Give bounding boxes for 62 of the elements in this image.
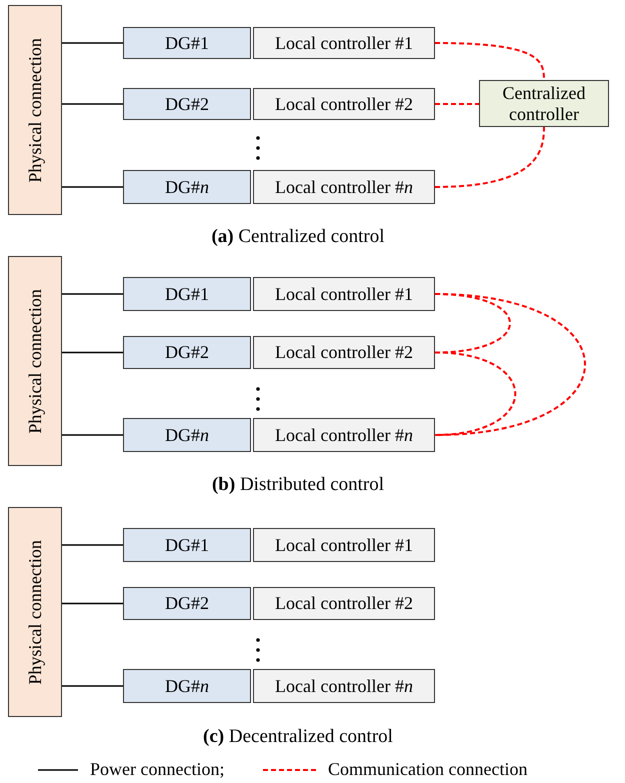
power-line: [62, 42, 123, 44]
connection-bar: [8, 507, 62, 717]
box-label: Local controller #n: [275, 676, 413, 696]
box-label: DG#1: [165, 534, 209, 556]
box-label: DG#2: [165, 94, 209, 114]
box-label: Centralized controller: [502, 82, 586, 124]
power-line: [62, 352, 123, 354]
power-line: [62, 602, 123, 604]
power-line: [62, 434, 123, 436]
generator-box: [123, 669, 251, 703]
panel-caption: (b) Distributed control: [212, 474, 384, 496]
connection-bar: [8, 256, 62, 466]
generator-box: [123, 587, 251, 620]
power-line: [62, 103, 123, 105]
power-line: [62, 293, 123, 295]
box-label: Local controller #2: [275, 593, 413, 614]
box-label: DG#2: [165, 593, 209, 614]
power-line: [62, 544, 123, 546]
box-label: DG#2: [165, 342, 209, 363]
box-label: DG#1: [165, 32, 209, 54]
communication-line: [435, 103, 479, 105]
controller-box: [253, 587, 435, 620]
box-label: Local controller #2: [275, 342, 413, 363]
box-label: Local controller #n: [275, 424, 413, 446]
controller-box: [253, 528, 435, 562]
box-label: Local controller #1: [275, 284, 413, 304]
generator-box: [123, 88, 251, 120]
box-label: Physical connection: [24, 540, 46, 684]
panel-caption: (a) Centralized control: [211, 226, 385, 248]
box-label: DG#n: [165, 676, 209, 696]
controller-box: [253, 669, 435, 703]
generator-box: [123, 27, 251, 59]
box-label: Local controller #1: [275, 534, 413, 556]
legend-label: Power connection;: [90, 759, 224, 780]
power-line: [62, 685, 123, 687]
box-label: Local controller #n: [275, 176, 413, 198]
legend-label: Communication connection: [328, 759, 528, 780]
box-label: DG#n: [165, 424, 209, 446]
box-label: Physical connection: [24, 38, 46, 182]
communication-line: [434, 42, 545, 80]
controller-box: [479, 80, 609, 127]
box-label: DG#1: [165, 284, 209, 304]
box-label: Local controller #1: [275, 32, 413, 54]
controller-box: [253, 336, 435, 369]
connection-bar: [8, 5, 62, 215]
controller-box: [253, 27, 435, 59]
controller-box: [253, 170, 435, 204]
communication-line: [434, 126, 545, 188]
generator-box: [123, 528, 251, 562]
generator-box: [123, 277, 251, 311]
communication-line: [434, 352, 516, 436]
controller-box: [253, 277, 435, 311]
box-label: DG#n: [165, 176, 209, 198]
controller-box: [253, 88, 435, 120]
generator-box: [123, 336, 251, 369]
panel-caption: (c) Decentralized control: [203, 726, 393, 748]
generator-box: [123, 418, 251, 452]
generator-box: [123, 170, 251, 204]
controller-box: [253, 418, 435, 452]
box-label: Local controller #2: [275, 94, 413, 114]
power-line: [62, 186, 123, 188]
box-label: Physical connection: [24, 288, 46, 434]
